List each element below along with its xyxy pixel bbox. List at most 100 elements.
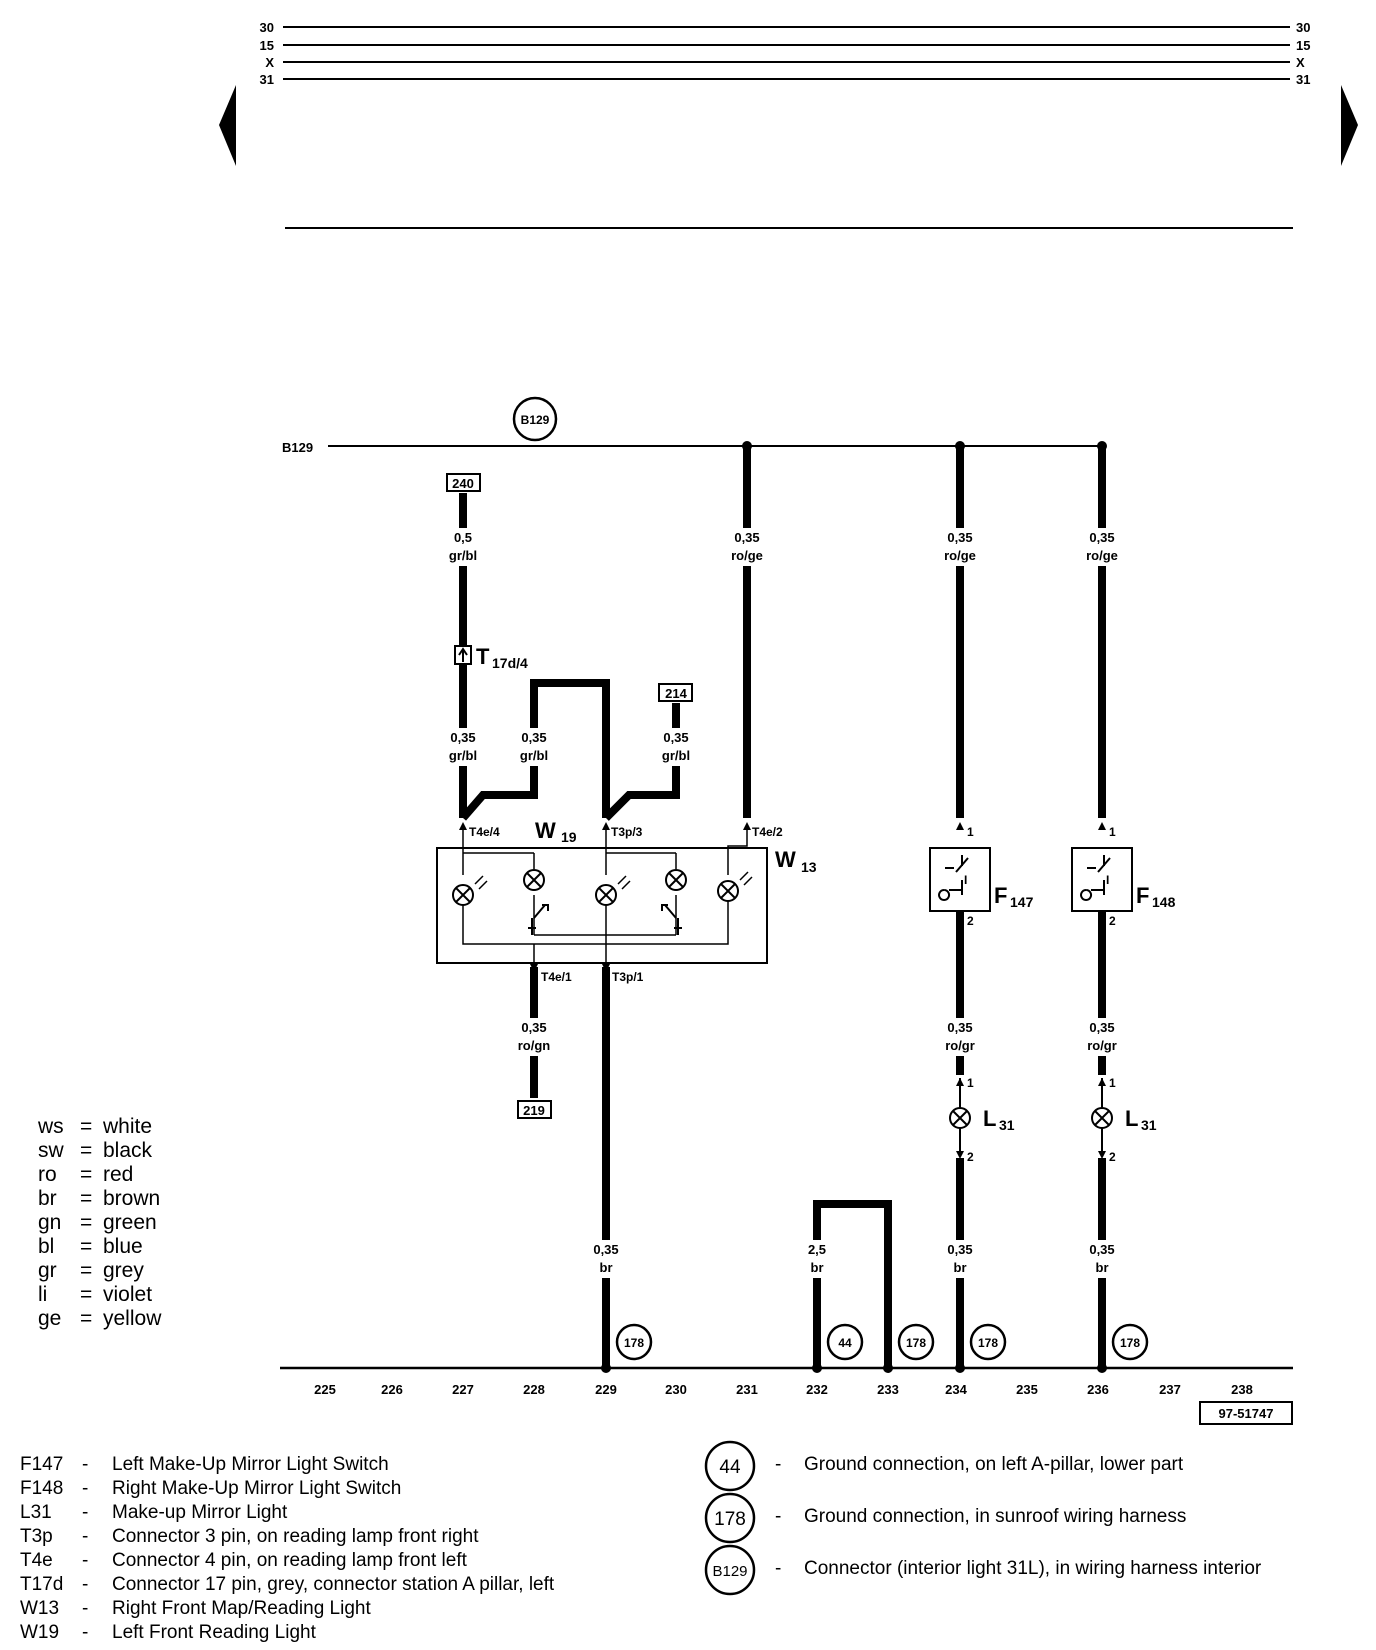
pin-arrow-icon — [602, 964, 610, 972]
legend-desc: Connector 4 pin, on reading lamp front l… — [112, 1550, 468, 1571]
pin-t3p1: T3p/1 — [612, 970, 644, 984]
legend-ground-desc: Connector (interior light 31L), in wirin… — [804, 1558, 1262, 1579]
rail-label-left-31: 31 — [260, 72, 274, 87]
ground-label: 178 — [978, 1336, 998, 1350]
color-eq: = — [80, 1211, 92, 1234]
wire-f148-top-color: ro/ge — [1086, 548, 1118, 563]
switch-icon — [528, 904, 549, 935]
ground-point-178 — [897, 1323, 935, 1361]
color-eq: = — [80, 1307, 92, 1330]
legend-ground-code: B129 — [712, 1563, 747, 1580]
legend-code: W13 — [20, 1598, 59, 1619]
wire-234-gauge: 0,35 — [947, 1242, 972, 1257]
t17d-label-main: T — [476, 644, 490, 669]
t17d-arrow-icon — [458, 647, 468, 662]
legend-desc: Connector 17 pin, grey, connector statio… — [112, 1574, 555, 1595]
legend-desc: Left Make-Up Mirror Light Switch — [112, 1454, 389, 1475]
wire-w13-color: ro/ge — [731, 548, 763, 563]
junction-dot — [601, 1363, 611, 1373]
wire-219-color: ro/gn — [518, 1038, 551, 1053]
legend-code: F148 — [20, 1478, 63, 1499]
b129-circle-label: B129 — [521, 413, 550, 427]
wire-240-gauge: 0,5 — [454, 530, 472, 545]
column-number: 225 — [314, 1382, 336, 1397]
wire-236-gauge: 0,35 — [1089, 1242, 1114, 1257]
legend-ground-desc: Ground connection, in sunroof wiring har… — [804, 1506, 1186, 1527]
pin-arrow-icon — [956, 915, 964, 923]
lamp-symbol-icon — [938, 889, 962, 901]
next-page-arrow-icon[interactable] — [1341, 85, 1358, 166]
prev-page-arrow-icon[interactable] — [219, 85, 236, 166]
wire-219-gauge: 0,35 — [521, 1020, 546, 1035]
legend-connector-symbol — [704, 1544, 756, 1596]
legend-ground-symbol — [704, 1440, 756, 1492]
b129-bus: B129 B129 — [282, 396, 1107, 455]
f147-switch-mark: I — [964, 873, 967, 887]
ref-box-219 — [517, 1100, 552, 1119]
switch-icon — [1087, 855, 1111, 895]
pin-arrow-icon — [1098, 1078, 1106, 1086]
legend-dash: - — [82, 1526, 88, 1547]
f147-label-sub: 147 — [1010, 894, 1034, 910]
wire-w13-gauge: 0,35 — [734, 530, 759, 545]
wire-t17-gauge: 0,35 — [450, 730, 475, 745]
rail-label-right-x: X — [1296, 55, 1305, 70]
color-eq: = — [80, 1139, 92, 1162]
w13-label-main: W — [775, 847, 796, 872]
f147-pin-2: 2 — [967, 914, 974, 928]
ref-box-219-label: 219 — [523, 1103, 545, 1118]
legend-dash: - — [775, 1558, 781, 1579]
f148-switch: I 1 2 F 148 — [1071, 822, 1176, 928]
legend-ground-symbol — [704, 1492, 756, 1544]
color-eq: = — [80, 1235, 92, 1258]
wire-t17-color: gr/bl — [449, 748, 477, 763]
wire-232-color: br — [811, 1260, 824, 1275]
f148-pin-1: 1 — [1109, 825, 1116, 839]
junction-dot — [1097, 1363, 1107, 1373]
wire-f148-mid-gauge: 0,35 — [1089, 1020, 1114, 1035]
wire-f148-top-gauge: 0,35 — [1089, 530, 1114, 545]
lamp-icon — [523, 869, 545, 891]
legend-code: T17d — [20, 1574, 63, 1595]
legend-desc: Right Front Map/Reading Light — [112, 1598, 371, 1619]
legend-dash: - — [82, 1622, 88, 1643]
l31-right-label-sub: 31 — [1141, 1117, 1157, 1133]
t17d-connector: T 17d/4 — [454, 644, 528, 671]
reading-light-box — [436, 847, 768, 964]
legend-desc: Left Front Reading Light — [112, 1622, 317, 1643]
ground-label: 178 — [624, 1336, 644, 1350]
legend-code: F147 — [20, 1454, 63, 1475]
color-name: red — [103, 1163, 133, 1186]
component-legend: F147 - Left Make-Up Mirror Light Switch … — [20, 1454, 555, 1643]
color-eq: = — [80, 1283, 92, 1306]
color-code: br — [38, 1187, 57, 1210]
legend-code: W19 — [20, 1622, 59, 1643]
l31-left-pin-1: 1 — [967, 1076, 974, 1090]
pin-arrow-icon — [459, 822, 467, 830]
column-number: 231 — [736, 1382, 758, 1397]
color-code: ro — [38, 1163, 57, 1186]
ref-box-240 — [446, 473, 481, 492]
wire-232-gauge: 2,5 — [808, 1242, 826, 1257]
column-numbers: 225 226 227 228 229 230 231 232 233 234 … — [314, 1382, 1253, 1397]
color-eq: = — [80, 1187, 92, 1210]
f147-label-main: F — [994, 883, 1007, 908]
color-name: white — [102, 1115, 152, 1138]
pin-arrow-icon — [1098, 915, 1106, 923]
legend-code: L31 — [20, 1502, 52, 1523]
pin-arrow-icon — [743, 822, 751, 830]
ground-point-178 — [969, 1323, 1007, 1361]
ground-point-178 — [1111, 1323, 1149, 1361]
wire-229-gauge: 0,35 — [593, 1242, 618, 1257]
color-name: yellow — [103, 1307, 162, 1330]
color-name: black — [103, 1139, 153, 1162]
b129-circle — [512, 396, 558, 442]
l31-right-pin-2: 2 — [1109, 1150, 1116, 1164]
legend-ground-desc: Ground connection, on left A-pillar, low… — [804, 1454, 1184, 1475]
color-code: gn — [38, 1211, 61, 1234]
color-code: ws — [37, 1115, 64, 1138]
column-number: 228 — [523, 1382, 545, 1397]
legend-desc: Make-up Mirror Light — [112, 1502, 288, 1523]
column-number: 230 — [665, 1382, 687, 1397]
